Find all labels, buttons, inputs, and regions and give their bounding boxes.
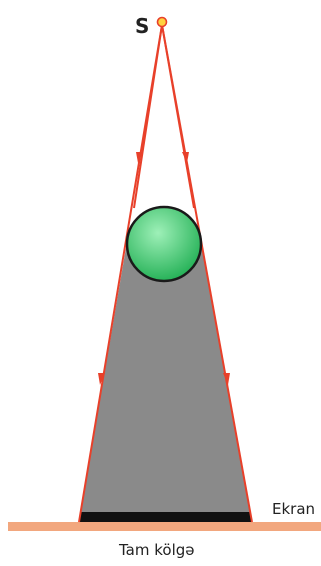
screen [8, 522, 321, 531]
umbra-label: Tam kölgə [119, 543, 195, 558]
ball [127, 207, 201, 281]
ray-left-inner [134, 25, 162, 208]
source-label: S [135, 16, 149, 36]
umbra-band [80, 512, 251, 522]
light-source-icon [158, 18, 167, 27]
screen-label: Ekran [272, 502, 315, 517]
ray-right-inner [162, 25, 194, 208]
